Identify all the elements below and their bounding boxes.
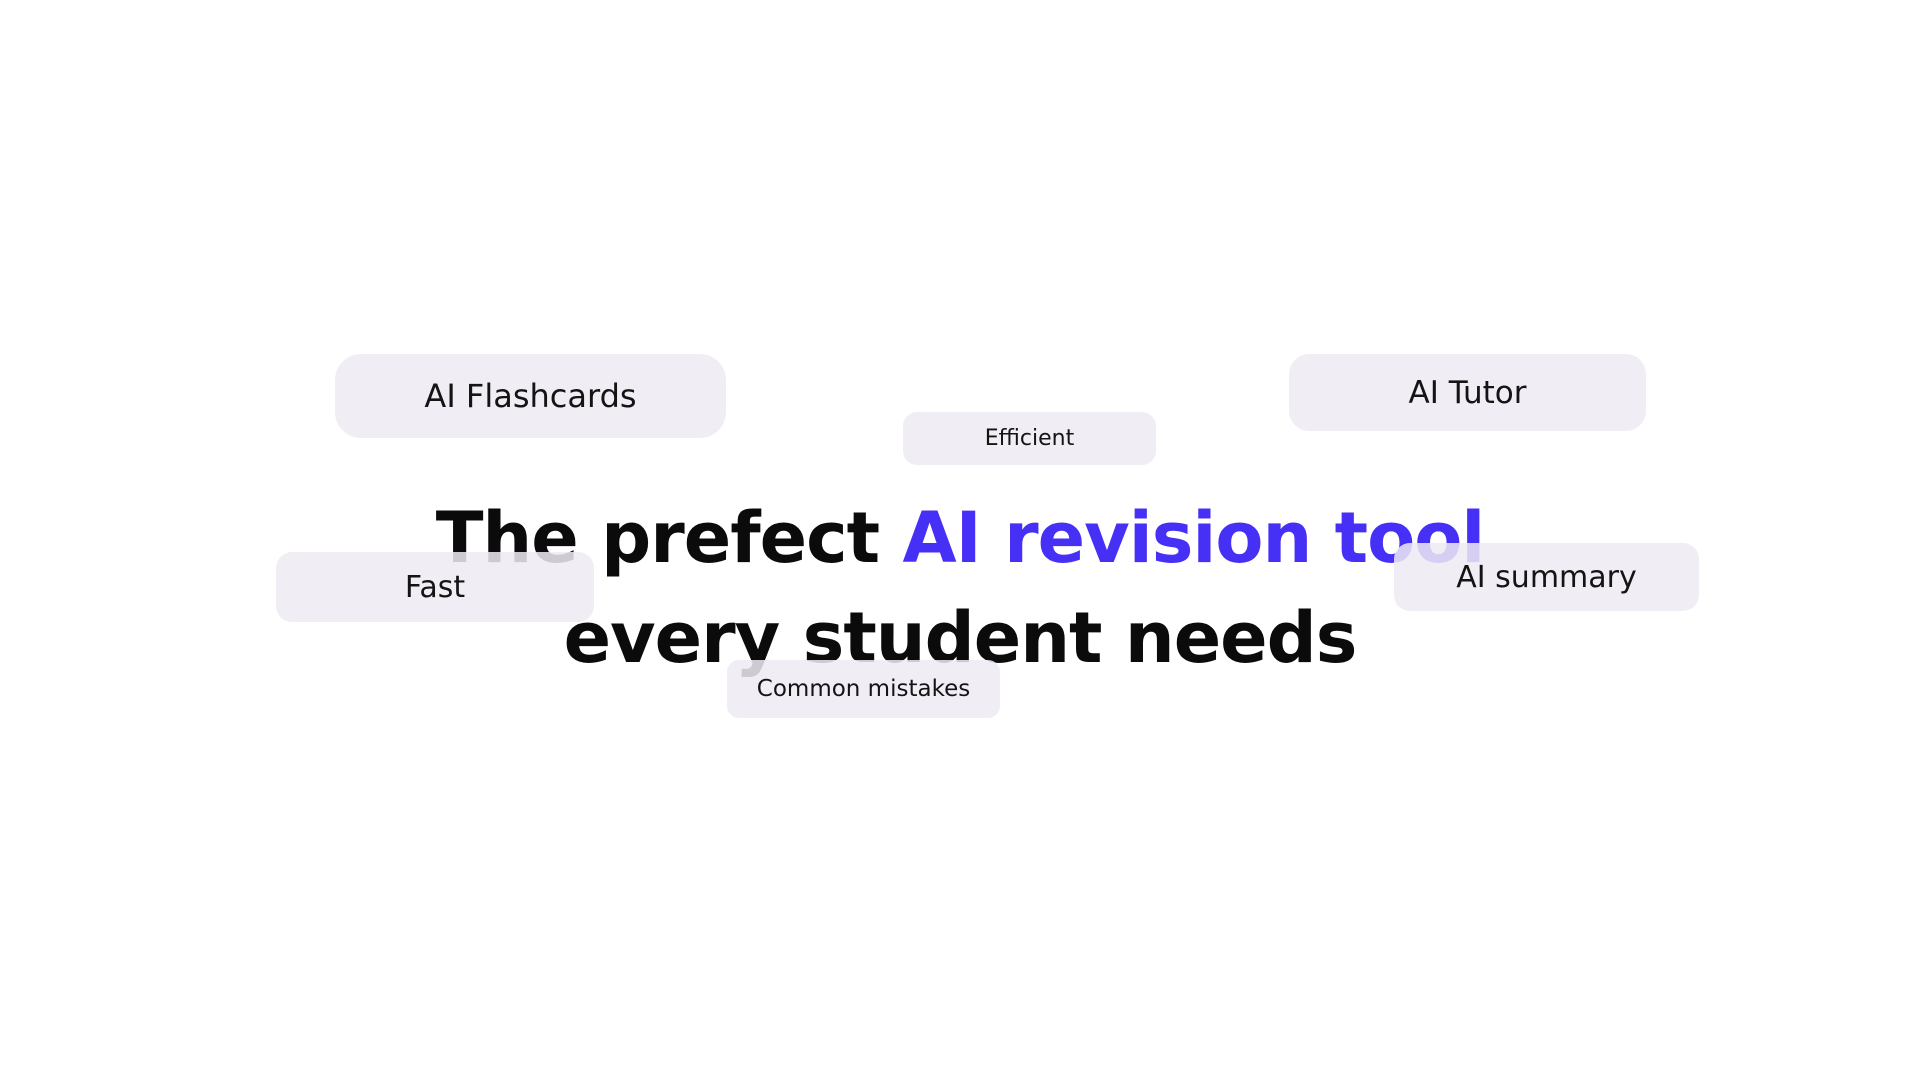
pill-label: Common mistakes	[756, 676, 971, 702]
feature-pill-fast[interactable]: Fast	[276, 552, 594, 622]
feature-pill-ai-tutor[interactable]: AI Tutor	[1289, 354, 1646, 431]
pill-label: Efficient	[984, 426, 1075, 451]
feature-pill-ai-summary[interactable]: AI summary	[1394, 543, 1699, 611]
headline-accent: AI revision tool	[902, 497, 1485, 579]
pill-label: Fast	[404, 569, 466, 605]
pill-label: AI Flashcards	[424, 377, 637, 415]
feature-pill-efficient[interactable]: Efficient	[903, 412, 1156, 465]
feature-pill-ai-flashcards[interactable]: AI Flashcards	[335, 354, 726, 438]
pill-label: AI summary	[1456, 559, 1637, 595]
feature-pill-common-mistakes[interactable]: Common mistakes	[727, 660, 1000, 718]
pill-label: AI Tutor	[1408, 374, 1527, 411]
